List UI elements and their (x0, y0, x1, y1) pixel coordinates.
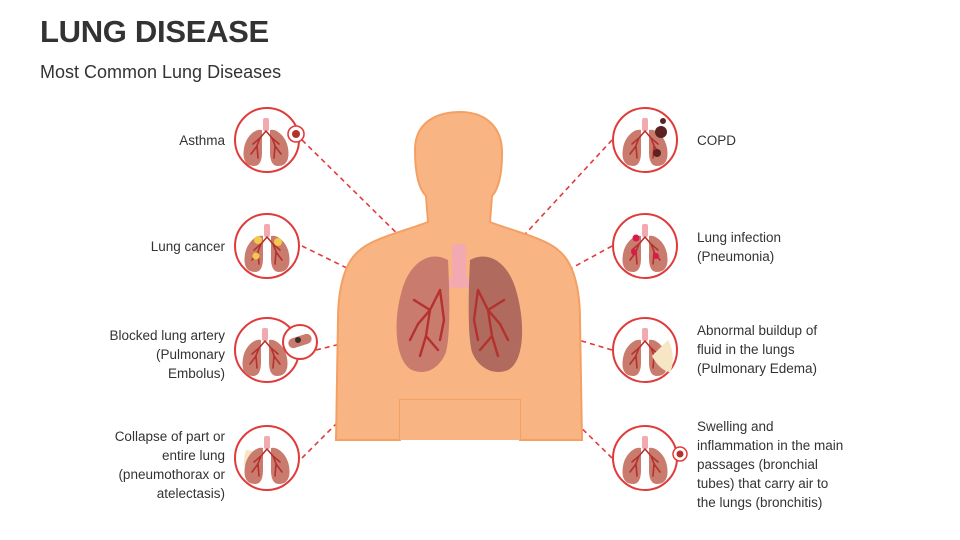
pneumothorax-lungs-icon (235, 426, 299, 490)
pulmonary-edema-lungs-icon (613, 318, 677, 382)
lung-cancer-label: Lung cancer (151, 237, 225, 256)
asthma-lungs-icon (235, 108, 304, 172)
bronchitis-label: Swelling and inflammation in the main pa… (697, 417, 843, 512)
asthma-label: Asthma (179, 131, 225, 150)
pneumonia-lungs-icon (613, 214, 677, 278)
pneumonia-label: Lung infection (Pneumonia) (697, 228, 781, 266)
copd-label: COPD (697, 131, 736, 150)
pulmonary-embolus-label: Blocked lung artery (Pulmonary Embolus) (109, 326, 225, 383)
pneumothorax-label: Collapse of part or entire lung (pneumot… (115, 427, 225, 503)
pulmonary-edema-label: Abnormal buildup of fluid in the lungs (… (697, 321, 817, 378)
bronchitis-lungs-icon (613, 426, 687, 490)
copd-lungs-icon (613, 108, 677, 172)
pulmonary-embolus-lungs-icon (235, 318, 317, 382)
lung-cancer-lungs-icon (235, 214, 299, 278)
